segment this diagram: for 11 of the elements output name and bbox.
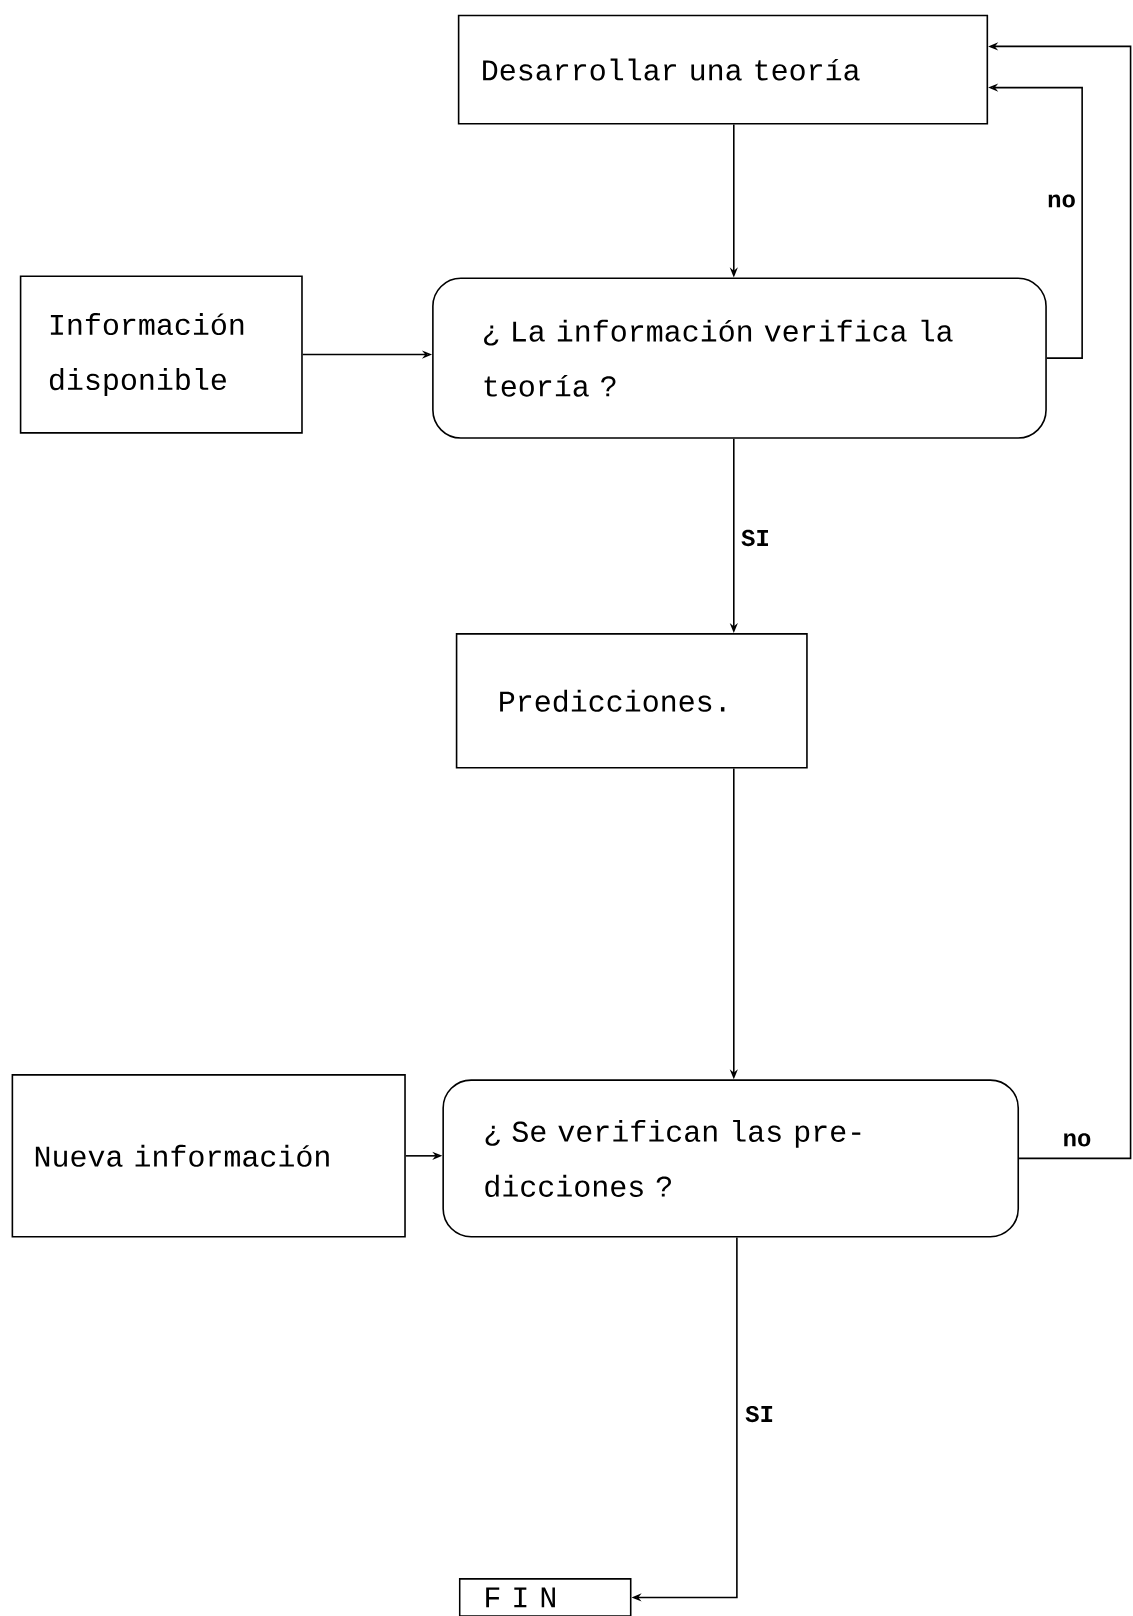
- edge-label: SI: [743, 1403, 777, 1425]
- process-box: Desarrollar una teoría: [458, 14, 989, 125]
- edge-label: no: [1060, 1131, 1094, 1149]
- process-box: Predicciones.: [455, 633, 808, 769]
- decision-box: ¿ La información verifica la teoría ?: [432, 277, 1048, 439]
- edge-label: SI: [739, 527, 772, 549]
- process-box: F I N: [459, 1578, 632, 1616]
- process-box: Información disponible: [20, 275, 303, 434]
- edge-label: no: [1045, 192, 1079, 210]
- decision-box: ¿ Se verifican las pre- dicciones ?: [442, 1079, 1020, 1238]
- process-box: Nueva información: [11, 1074, 406, 1238]
